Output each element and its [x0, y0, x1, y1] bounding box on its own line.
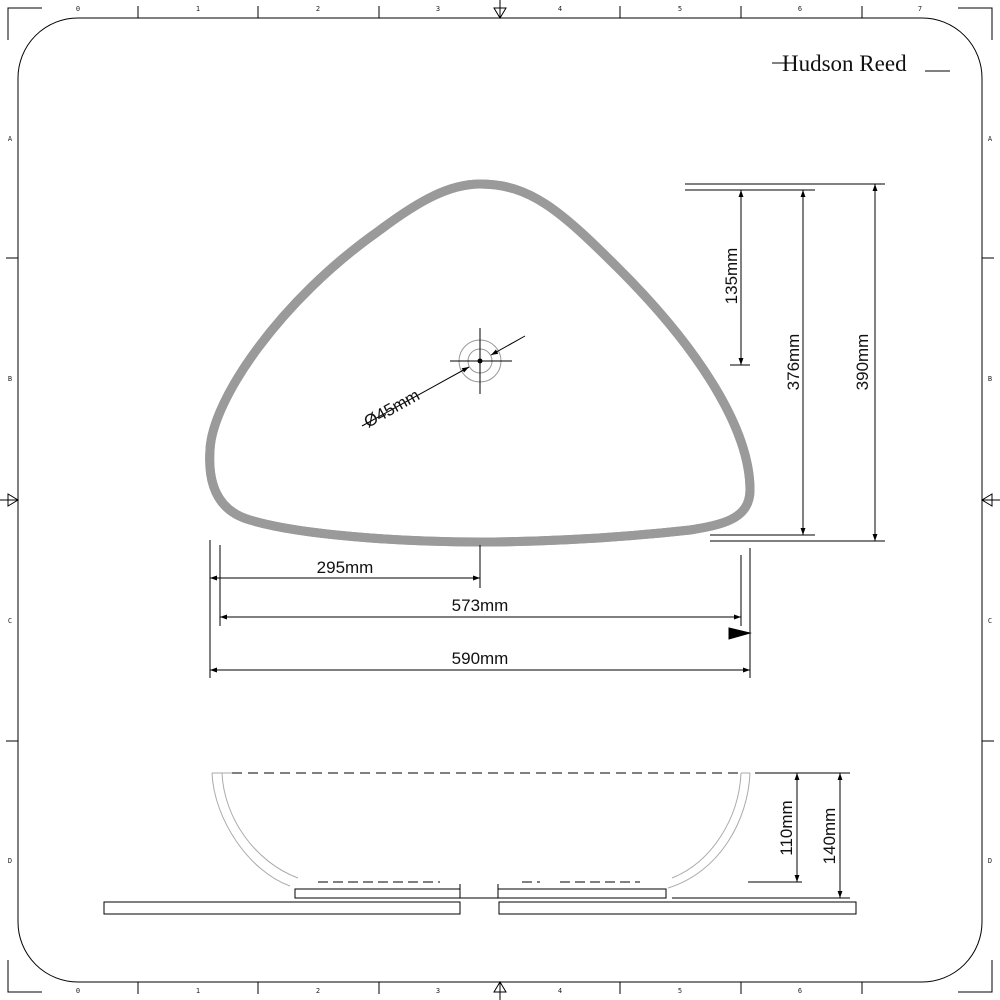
- side-dimension-lines: [748, 772, 850, 898]
- ruler-col-2-bottom: 2: [316, 987, 320, 995]
- ruler-col-6: 6: [798, 5, 802, 13]
- ruler-row-a: A: [8, 135, 13, 143]
- ruler-col-1-bottom: 1: [196, 987, 200, 995]
- ruler-col-7: 7: [918, 5, 922, 13]
- basin-side-view: [103, 772, 857, 915]
- basin-top-view: [210, 179, 750, 547]
- ruler-col-3-bottom: 3: [436, 987, 440, 995]
- ruler-row-c-right: C: [988, 617, 992, 625]
- ruler-row-d: D: [8, 857, 12, 865]
- inner-height-label: 110mm: [777, 800, 796, 855]
- overall-width-label: 590mm: [452, 649, 509, 668]
- drain: [361, 328, 526, 427]
- depth-to-drain-label: 135mm: [722, 248, 741, 305]
- logo-text: Hudson Reed: [782, 51, 907, 76]
- ruler-col-5: 5: [678, 5, 682, 13]
- inner-depth-label: 376mm: [784, 334, 803, 391]
- ruler-row-c: C: [8, 617, 12, 625]
- horizontal-dimension-lines: [209, 540, 752, 678]
- ruler-col-2: 2: [316, 5, 320, 13]
- hudson-reed-logo: Hudson Reed: [772, 51, 950, 76]
- drain-diameter-label: Ø45mm: [361, 386, 423, 432]
- ruler-row-b-right: B: [988, 375, 992, 383]
- ruler-row-b: B: [8, 375, 12, 383]
- ruler-col-0-bottom: 0: [76, 987, 80, 995]
- ruler-col-4-bottom: 4: [558, 987, 562, 995]
- ruler-row-d-right: D: [988, 857, 992, 865]
- ruler-col-3: 3: [436, 5, 440, 13]
- ruler-col-1: 1: [196, 5, 200, 13]
- ruler-row-labels: A B C D A B C D: [8, 135, 993, 865]
- ruler-col-6-bottom: 6: [798, 987, 802, 995]
- width-to-drain-label: 295mm: [317, 558, 374, 577]
- ruler-row-a-right: A: [988, 135, 993, 143]
- ruler-column-labels: 0 1 2 3 4 5 6 7 0 1 2 3 4 5 6: [76, 5, 922, 995]
- ruler-col-4: 4: [558, 5, 562, 13]
- ruler-col-5-bottom: 5: [678, 987, 682, 995]
- ruler-col-0: 0: [76, 5, 80, 13]
- vertical-dimension-lines: [685, 183, 885, 542]
- corner-brackets: [7, 7, 993, 993]
- inner-width-label: 573mm: [452, 596, 509, 615]
- overall-depth-label: 390mm: [853, 334, 872, 391]
- overall-height-label: 140mm: [820, 808, 839, 865]
